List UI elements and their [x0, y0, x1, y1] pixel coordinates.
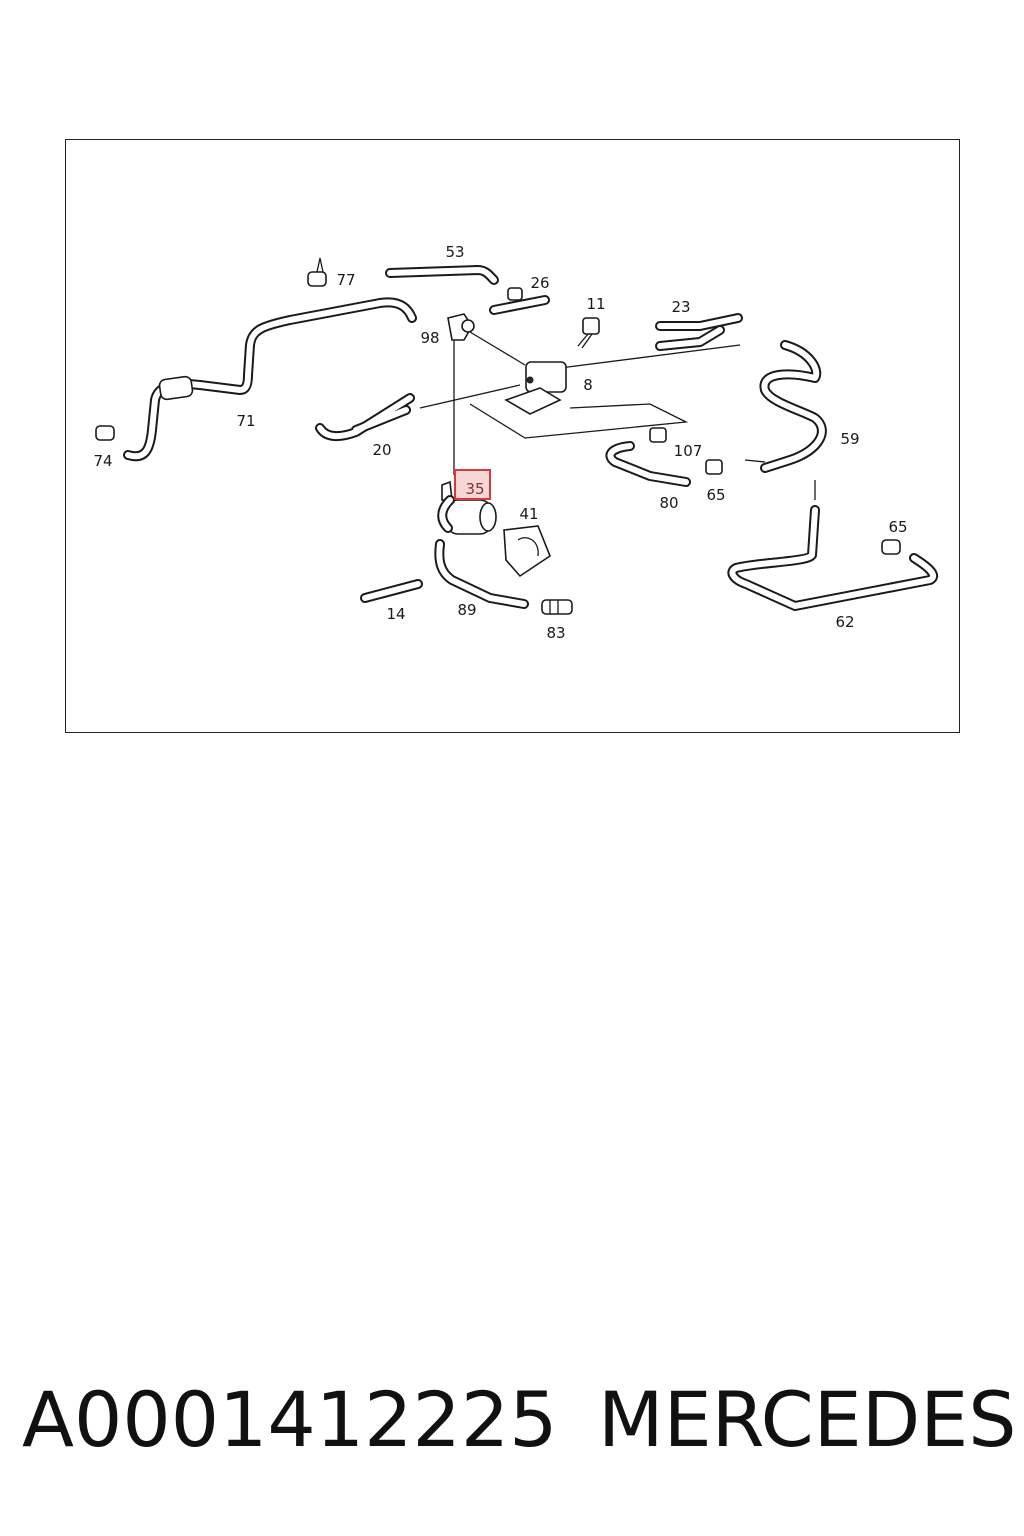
brand-name: MERCEDES — [598, 1375, 1017, 1464]
hose-62[interactable] — [727, 505, 939, 611]
clip-65-lower[interactable] — [881, 539, 901, 555]
clip-107[interactable] — [649, 427, 667, 443]
clip-65-upper[interactable] — [705, 459, 723, 475]
callout-41: 41 — [519, 505, 538, 523]
y-piece-23[interactable] — [655, 313, 743, 351]
callout-26: 26 — [530, 274, 549, 292]
elbow-98[interactable] — [447, 313, 475, 475]
callout-23: 23 — [671, 298, 690, 316]
callout-74: 74 — [93, 452, 112, 470]
callout-77: 77 — [336, 271, 355, 289]
hose-89[interactable] — [434, 539, 529, 609]
screw-11[interactable] — [577, 317, 600, 349]
callout-98: 98 — [420, 329, 439, 347]
hose-71[interactable] — [123, 297, 417, 462]
callout-59: 59 — [840, 430, 859, 448]
holder-41[interactable] — [503, 525, 551, 578]
callout-53: 53 — [445, 243, 464, 261]
callout-20: 20 — [372, 441, 391, 459]
grommet-83[interactable] — [541, 599, 573, 615]
callout-65-upper: 65 — [706, 486, 725, 504]
callout-80: 80 — [659, 494, 678, 512]
pump-35[interactable] — [437, 480, 497, 535]
valve-8[interactable] — [469, 331, 741, 415]
callout-35: 35 — [465, 480, 484, 498]
hose-26[interactable] — [489, 287, 550, 315]
hose-80[interactable] — [605, 441, 691, 487]
callout-83: 83 — [546, 624, 565, 642]
hose-14[interactable] — [360, 579, 423, 603]
diagram-frame — [65, 139, 960, 733]
y-piece-20[interactable] — [315, 384, 521, 442]
footer: A0001412225 MERCEDES — [0, 1365, 1024, 1475]
bracket-outline — [469, 403, 689, 439]
parts-diagram: 53 77 26 11 23 98 8 71 20 74 107 59 65 8… — [93, 243, 939, 642]
clip-74[interactable] — [95, 425, 115, 441]
callout-62: 62 — [835, 613, 854, 631]
clip-77[interactable] — [307, 257, 327, 287]
hose-59[interactable] — [744, 340, 827, 500]
callout-71: 71 — [236, 412, 255, 430]
hose-53[interactable] — [385, 265, 499, 285]
part-number: A0001412225 — [22, 1375, 558, 1464]
callout-89: 89 — [457, 601, 476, 619]
callout-107: 107 — [674, 442, 703, 460]
callout-65-lower: 65 — [888, 518, 907, 536]
callout-35-highlight[interactable]: 35 — [454, 469, 491, 500]
callout-14: 14 — [386, 605, 405, 623]
callout-11: 11 — [586, 295, 605, 313]
callout-8: 8 — [583, 376, 593, 394]
